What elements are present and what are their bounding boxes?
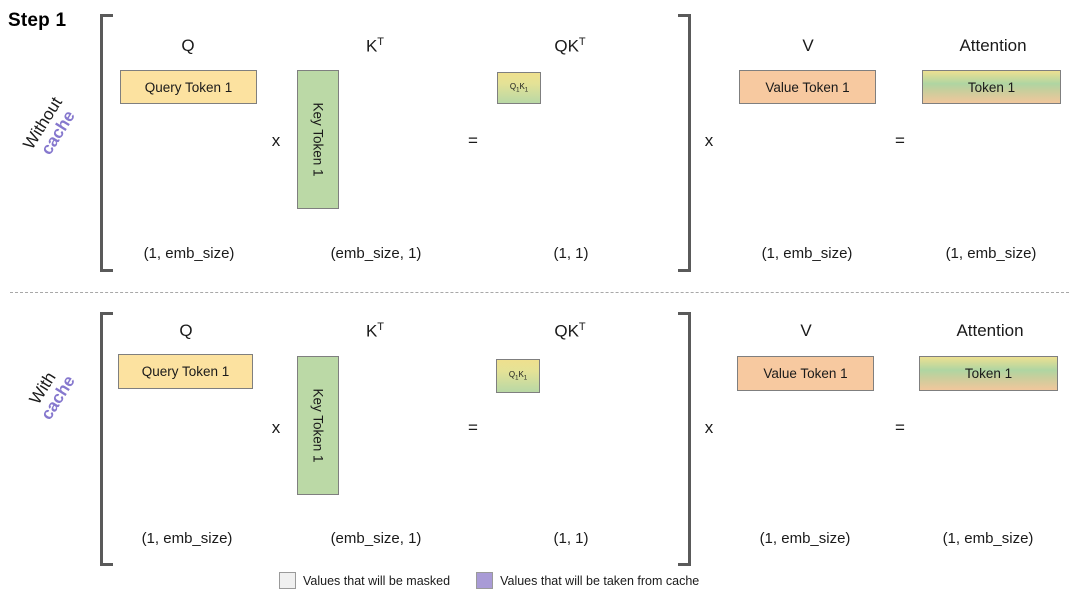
dim-attention-row1: (1, emb_size) xyxy=(945,245,1037,262)
column-head-q-text: Q xyxy=(179,321,193,340)
dim-q-row1: (1, emb_size) xyxy=(143,245,235,262)
multiply-operator-av-row2: x xyxy=(704,418,714,437)
column-head-kt-base: K xyxy=(365,36,378,56)
column-head-qkt-row2: QKT xyxy=(520,321,620,342)
dim-kt-row2: (emb_size, 1) xyxy=(330,530,422,547)
bracket-left-row2 xyxy=(100,312,113,566)
column-head-kt-base: K xyxy=(365,321,378,341)
attention-matrix-label: Token 1 xyxy=(967,79,1016,95)
page-title: Step 1 xyxy=(8,10,67,31)
bracket-right-outer-row1 xyxy=(1062,14,1075,272)
value-matrix-label: Value Token 1 xyxy=(765,79,850,95)
key-matrix-box-row2[interactable]: Key Token 1 xyxy=(297,356,339,495)
row-label-without-cache: Without cache xyxy=(0,55,106,202)
bracket-right-row2 xyxy=(678,312,691,566)
column-head-v-text: V xyxy=(800,321,812,340)
column-head-v-row1: V xyxy=(758,36,858,56)
legend-item-cached: Values that will be taken from cache xyxy=(476,572,699,589)
multiply-operator-qk-row1: x xyxy=(271,131,281,150)
legend-label-masked: Values that will be masked xyxy=(303,573,451,588)
column-head-qkt-sup: T xyxy=(578,321,586,333)
column-head-attention-text: Attention xyxy=(959,36,1027,55)
query-matrix-label: Query Token 1 xyxy=(144,79,233,95)
bracket-right-row1 xyxy=(678,14,691,272)
bracket-left-row1 xyxy=(100,14,113,272)
column-head-v-row2: V xyxy=(756,321,856,341)
legend-label-cached: Values that will be taken from cache xyxy=(500,573,700,588)
legend-swatch-cached-icon xyxy=(476,572,494,589)
dim-v-row1: (1, emb_size) xyxy=(761,245,853,262)
equals-operator-av-row1: = xyxy=(895,131,905,150)
dim-v-row2: (1, emb_size) xyxy=(759,530,851,547)
key-matrix-box-row1[interactable]: Key Token 1 xyxy=(297,70,339,209)
attention-matrix-label: Token 1 xyxy=(964,366,1013,381)
equals-operator-av-row2: = xyxy=(895,418,905,437)
column-head-qkt-base: QK xyxy=(554,36,579,56)
column-head-qkt-sup: T xyxy=(578,36,586,48)
column-head-attention-row2: Attention xyxy=(938,321,1042,341)
column-head-kt-sup: T xyxy=(377,321,385,333)
column-head-attention-text: Attention xyxy=(956,321,1024,340)
dim-attention-row2: (1, emb_size) xyxy=(942,530,1034,547)
column-head-kt-row1: KT xyxy=(325,36,425,57)
dim-qkt-row1: (1, 1) xyxy=(553,245,589,262)
qk-cell-box-row2[interactable]: Q1K1 xyxy=(496,359,540,393)
legend-swatch-masked-icon xyxy=(279,572,296,589)
column-head-qkt-row1: QKT xyxy=(520,36,620,57)
row-label-with-cache: With cache xyxy=(0,320,106,467)
column-head-q-text: Q xyxy=(181,36,195,55)
query-matrix-box-row1[interactable]: Query Token 1 xyxy=(120,70,257,104)
column-head-kt-sup: T xyxy=(377,36,385,48)
qk-cell-label: Q1K1 xyxy=(508,370,528,382)
qk-cell-box-row1[interactable]: Q1K1 xyxy=(497,72,541,104)
column-head-v-text: V xyxy=(802,36,814,55)
column-head-attention-row1: Attention xyxy=(941,36,1045,56)
key-matrix-label: Key Token 1 xyxy=(310,388,326,463)
query-matrix-label: Query Token 1 xyxy=(141,364,230,379)
column-head-qkt-base: QK xyxy=(554,321,579,341)
legend: Values that will be masked Values that w… xyxy=(279,572,699,589)
multiply-operator-av-row1: x xyxy=(704,131,714,150)
legend-item-masked: Values that will be masked xyxy=(279,572,450,589)
column-head-kt-row2: KT xyxy=(325,321,425,342)
dim-qkt-row2: (1, 1) xyxy=(553,530,589,547)
value-matrix-box-row2[interactable]: Value Token 1 xyxy=(737,356,874,391)
equals-operator-qk-row2: = xyxy=(468,418,478,437)
value-matrix-label: Value Token 1 xyxy=(763,366,848,381)
value-matrix-box-row1[interactable]: Value Token 1 xyxy=(739,70,876,104)
multiply-operator-qk-row2: x xyxy=(271,418,281,437)
equals-operator-qk-row1: = xyxy=(468,131,478,150)
qk-cell-label: Q1K1 xyxy=(509,82,529,94)
attention-matrix-box-row1[interactable]: Token 1 xyxy=(922,70,1061,104)
attention-matrix-box-row2[interactable]: Token 1 xyxy=(919,356,1058,391)
column-head-q-row1: Q xyxy=(138,36,238,56)
dim-kt-row1: (emb_size, 1) xyxy=(330,245,422,262)
query-matrix-box-row2[interactable]: Query Token 1 xyxy=(118,354,253,389)
key-matrix-label: Key Token 1 xyxy=(310,102,326,177)
section-divider xyxy=(10,292,1069,293)
dim-q-row2: (1, emb_size) xyxy=(141,530,233,547)
column-head-q-row2: Q xyxy=(136,321,236,341)
